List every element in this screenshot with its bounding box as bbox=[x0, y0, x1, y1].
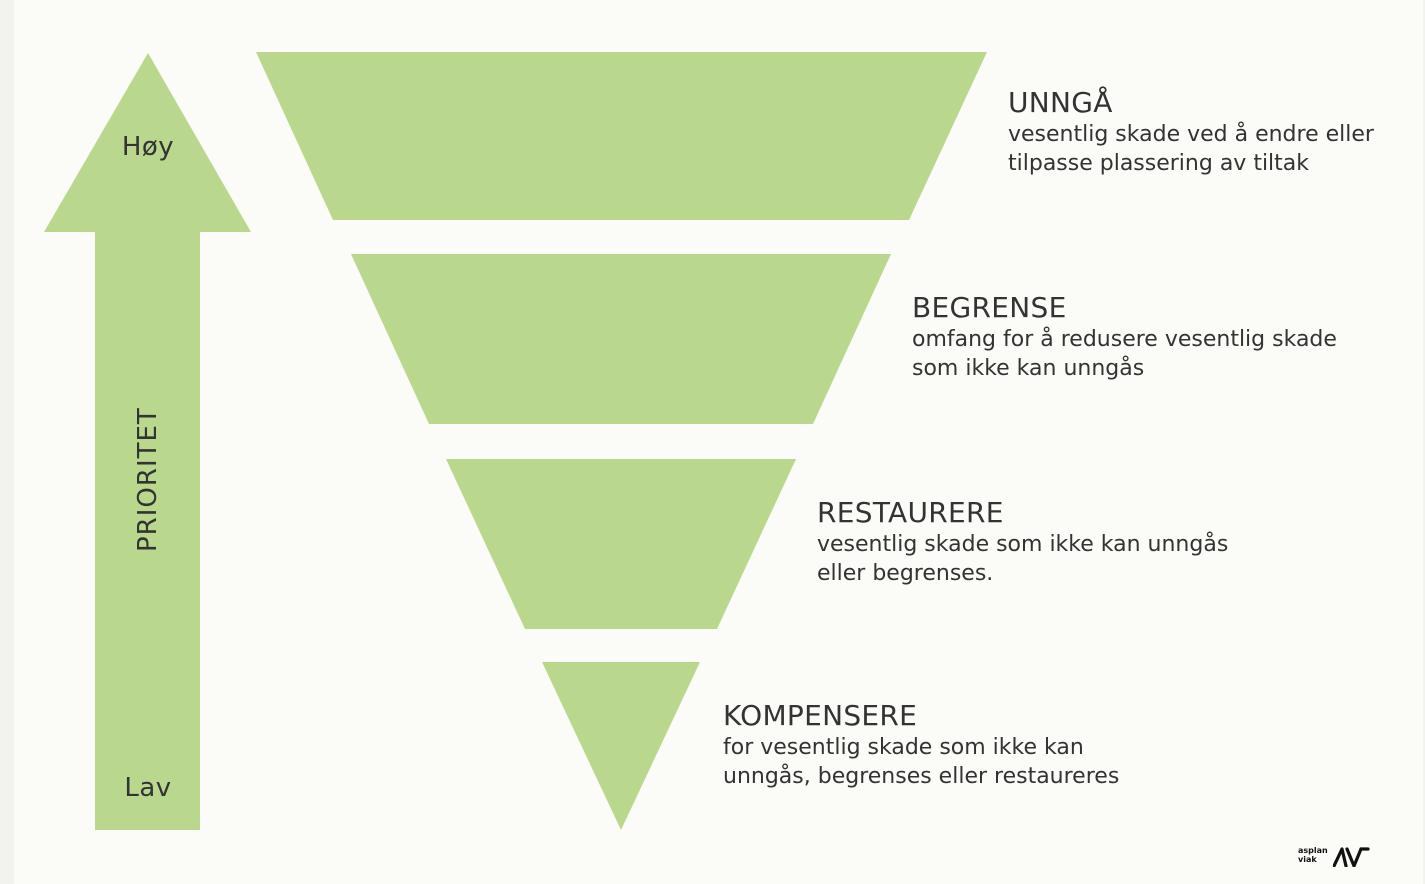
tier-1-description-line-2: tilpasse plassering av tiltak bbox=[1008, 151, 1310, 176]
tier-4-title: KOMPENSERE bbox=[723, 699, 918, 732]
tier-2-description-line-1: omfang for å redusere vesentlig skade bbox=[912, 327, 1337, 352]
tier-1-title: UNNGÅ bbox=[1008, 86, 1113, 119]
priority-low-label: Lav bbox=[124, 773, 172, 803]
priority-high-label: Høy bbox=[121, 132, 175, 162]
tier-4-description-line-2: unngås, begrenses eller restaureres bbox=[723, 764, 1120, 789]
tier-4-description-line-1: for vesentlig skade som ikke kan bbox=[723, 735, 1084, 760]
tier-3-restaurere-shape bbox=[446, 459, 796, 629]
tier-3-title: RESTAURERE bbox=[817, 496, 1004, 529]
tier-2-description-line-2: som ikke kan unngås bbox=[912, 356, 1145, 381]
tier-1-unnga-shape bbox=[256, 52, 987, 220]
logo-word-2: viak bbox=[1298, 855, 1317, 864]
tier-3-description-line-1: vesentlig skade som ikke kan unngås bbox=[817, 532, 1229, 557]
priority-arrow bbox=[44, 53, 251, 830]
tier-1-description-line-1: vesentlig skade ved å endre eller bbox=[1008, 122, 1374, 147]
priority-axis-label: PRIORITET bbox=[133, 407, 163, 552]
tier-3-description-line-2: eller begrenses. bbox=[817, 561, 994, 586]
tier-2-title: BEGRENSE bbox=[912, 291, 1067, 324]
tier-2-begrense-shape bbox=[351, 254, 891, 424]
av-logo-icon bbox=[1333, 847, 1370, 867]
logo-wordmark: asplan viak bbox=[1298, 846, 1328, 864]
logo-word-1: asplan bbox=[1298, 846, 1328, 855]
tier-4-kompensere-shape bbox=[542, 662, 700, 830]
